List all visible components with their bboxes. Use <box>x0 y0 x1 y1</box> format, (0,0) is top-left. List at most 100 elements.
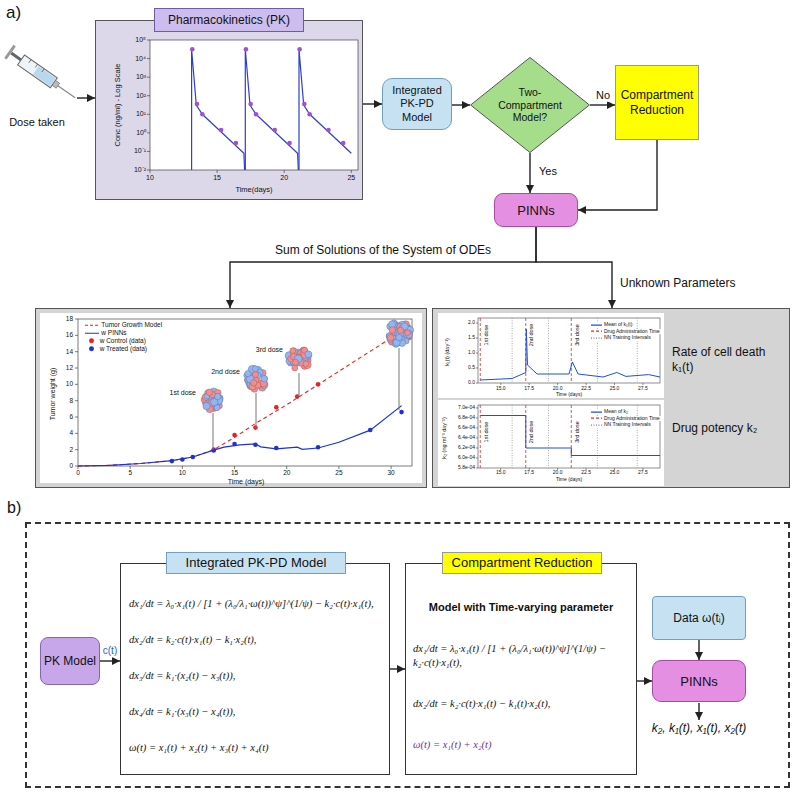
node-text: Integrated PK-PD Model <box>385 84 449 124</box>
legend-entry: Mean of k₂ <box>590 409 629 415</box>
chart-label: 7.0e-04 <box>458 405 475 411</box>
tumor-cell <box>290 348 296 354</box>
chart-label: 17.5 <box>524 470 534 476</box>
tumor-cell <box>387 334 394 341</box>
syringe-mark <box>42 69 44 72</box>
connector-arrow <box>529 153 530 193</box>
treated-point <box>274 446 279 451</box>
growth-curve <box>78 328 407 466</box>
connector-arrow <box>230 227 536 308</box>
legend-text: Mean of k₁(t) <box>604 322 632 328</box>
tumor-cell <box>214 405 220 411</box>
tumor-cell <box>245 370 251 376</box>
chart-label: 10² <box>136 92 146 100</box>
treated-point <box>180 457 185 462</box>
tick-mark <box>75 416 78 417</box>
chart-label: 20 <box>280 174 288 182</box>
output-arrow <box>698 703 699 720</box>
tumor-cell <box>252 366 258 372</box>
chart-label: 5 <box>128 469 132 476</box>
legend-line <box>591 424 602 425</box>
connector-arrow <box>363 103 382 104</box>
pk-data-point <box>219 128 224 133</box>
tick-mark <box>147 95 150 96</box>
chart-label: 15 <box>213 174 221 182</box>
legend-text: Tumor Growth Model <box>101 321 162 328</box>
pk-panel: Pharmacokinetics (PK) <box>95 20 363 200</box>
tick-mark <box>476 468 478 469</box>
legend-line-sample <box>85 331 99 335</box>
pinns-curve <box>78 406 402 466</box>
pk-data-point <box>273 128 278 133</box>
tick-mark <box>147 40 150 41</box>
tick-mark <box>147 170 150 171</box>
legend-line-sample <box>85 323 99 327</box>
training-interval-line <box>548 318 549 383</box>
chart-label: 3rd dose <box>574 324 580 345</box>
tumor-cell <box>262 376 268 382</box>
tick-mark <box>586 383 587 385</box>
pk-data-point <box>341 141 346 146</box>
tick-mark <box>500 383 501 385</box>
tick-mark <box>75 335 78 336</box>
treated-point <box>316 445 321 450</box>
data-box: Data ω(tᵢ) <box>652 596 746 640</box>
tumor-plot <box>75 319 414 469</box>
tumor-cell <box>203 402 210 409</box>
chart-label: 6.8e-04 <box>458 415 475 421</box>
chart-label: 1st dose <box>170 389 196 397</box>
tick-mark <box>75 384 78 385</box>
legend-line <box>85 324 99 325</box>
tick-mark <box>147 58 150 59</box>
parameter-plots <box>476 318 660 470</box>
chart-label: 25 <box>335 469 342 476</box>
k1-curve <box>480 329 660 380</box>
tick-mark <box>147 151 150 152</box>
legend-line <box>85 332 99 333</box>
dose-line <box>571 405 572 468</box>
tumor-cell <box>303 361 309 367</box>
control-point <box>316 382 321 387</box>
tick-mark <box>529 383 530 385</box>
control-point <box>253 425 258 430</box>
pk-model-box: PK Model <box>40 637 100 685</box>
tick-mark <box>476 323 478 324</box>
tumor-cell <box>206 389 213 396</box>
legend-line <box>591 418 602 419</box>
pk-data-point <box>234 141 239 146</box>
tumor-cell <box>303 361 311 369</box>
legend-text: w PINNs <box>101 329 126 336</box>
tumor-cell <box>305 351 312 358</box>
legend-line-sample <box>591 336 602 340</box>
chart-label: 27.5 <box>638 386 648 392</box>
chart-label: 30 <box>388 469 395 476</box>
treated-point <box>368 428 373 433</box>
tick-mark <box>150 170 151 173</box>
legend-line <box>591 324 602 325</box>
chart-label: 1.0 <box>468 350 475 356</box>
k2-curve <box>480 416 660 456</box>
chart-label: 10 <box>146 174 154 182</box>
syringe-liquid <box>33 66 56 86</box>
pk-curve <box>299 49 351 170</box>
chart-label: 2nd dose <box>528 324 534 347</box>
equation: dx₃/dt = k₁·(x₂(t) − x₃(t)), <box>129 669 381 683</box>
legend-line-sample <box>591 417 602 421</box>
pk-data-point <box>244 47 249 52</box>
tumor-cell <box>252 372 258 378</box>
chart-label: 5.8e-04 <box>458 465 475 471</box>
chart-label: 10¹ <box>136 110 146 118</box>
equation: dx₁/dt = λ₀·x₁(t) / [1 + (λ₀/λ₁·ω(t))^ψ]… <box>413 642 629 669</box>
tick-mark <box>75 400 78 401</box>
tick-mark <box>130 466 131 469</box>
tick-mark <box>391 466 392 469</box>
chart-label: 8 <box>69 397 73 404</box>
equation: dx₁/dt = λ₀·x₁(t) / [1 + (λ₀/λ₁·ω(t))^ψ]… <box>129 597 381 611</box>
process-box: Integrated PK-PD Model <box>382 78 452 130</box>
equation-box: Integrated PK-PD Modeldx₁/dt = λ₀·x₁(t) … <box>120 563 390 775</box>
legend-text: Drug Administration Time <box>604 416 660 422</box>
tick-mark <box>338 466 339 469</box>
axis-title: Time (days) <box>228 478 265 486</box>
leader-line <box>399 348 400 410</box>
tick-mark <box>75 466 78 467</box>
